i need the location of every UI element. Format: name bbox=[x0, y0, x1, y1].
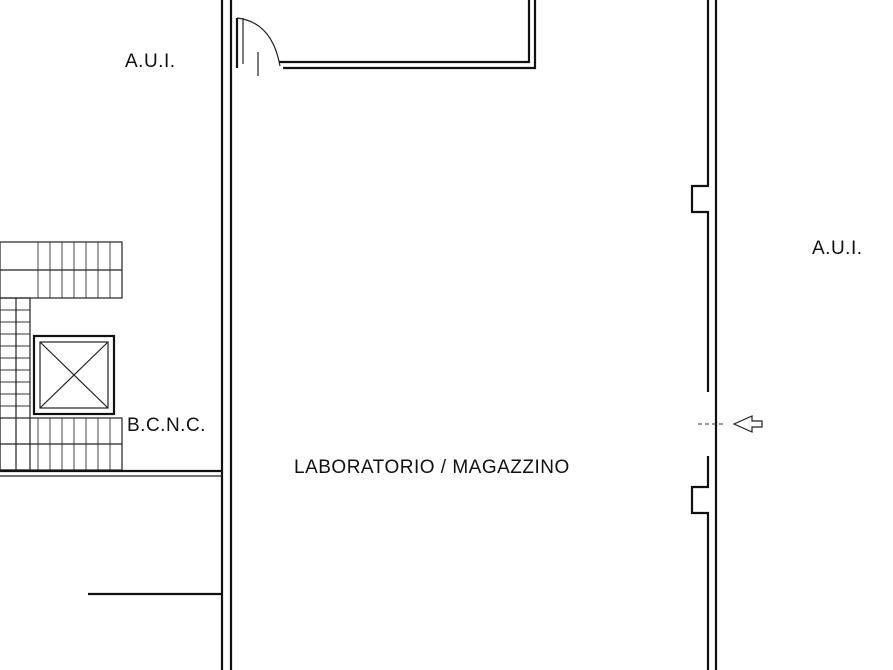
label-aui-left: A.U.I. bbox=[125, 51, 176, 72]
stair-treads-side bbox=[0, 309, 30, 419]
stair-treads-upper bbox=[37, 242, 111, 298]
label-main-room: LABORATORIO / MAGAZZINO bbox=[294, 457, 570, 478]
left-partitions bbox=[0, 469, 222, 596]
stair-treads-lower bbox=[37, 418, 111, 470]
label-aui-right: A.U.I. bbox=[812, 238, 863, 259]
staircase bbox=[0, 241, 123, 471]
door-swing bbox=[235, 17, 281, 76]
left-wall bbox=[220, 0, 233, 670]
entrance-marker bbox=[698, 415, 763, 433]
upper-room-wall bbox=[279, 0, 537, 70]
elevator-shaft bbox=[32, 334, 116, 416]
right-wall bbox=[690, 0, 718, 670]
label-bcnc: B.C.N.C. bbox=[127, 415, 206, 436]
